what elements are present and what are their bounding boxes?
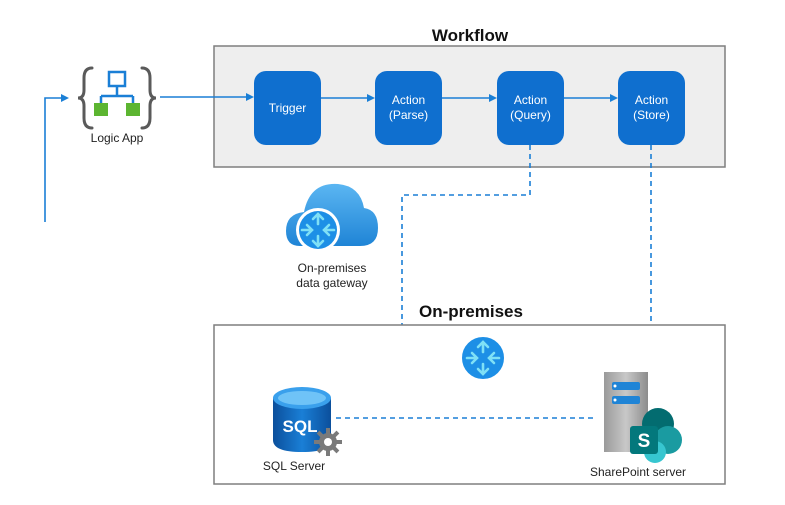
sharepoint-logo-icon: S [630, 408, 682, 463]
onprem-gateway-icon [460, 335, 506, 381]
onprem-title: On-premises [419, 302, 523, 321]
query-label-line1: Action [514, 93, 547, 107]
workflow-node-store: Action (Store) [618, 71, 685, 145]
sharepoint-server-icon: S [604, 372, 682, 463]
store-label-line2: (Store) [633, 108, 670, 122]
gear-icon [314, 428, 342, 456]
sql-badge: SQL [283, 417, 318, 436]
sharepoint-server-label: SharePoint server [590, 465, 686, 479]
store-label-line1: Action [635, 93, 668, 107]
parse-label-line2: (Parse) [389, 108, 428, 122]
cloud-gateway-icon [286, 183, 378, 252]
sql-server-label: SQL Server [263, 459, 325, 473]
workflow-node-parse: Action (Parse) [375, 71, 442, 145]
parse-label-line1: Action [392, 93, 425, 107]
workflow-node-query: Action (Query) [497, 71, 564, 145]
query-label-line2: (Query) [510, 108, 551, 122]
sharepoint-badge: S [638, 431, 651, 452]
workflow-node-trigger: Trigger [254, 71, 321, 145]
logic-app-icon [77, 66, 157, 130]
sql-server-icon: SQL [273, 387, 342, 456]
logic-app-label: Logic App [91, 131, 144, 145]
incoming-connector [44, 94, 69, 222]
gateway-label-line2: data gateway [296, 276, 367, 290]
gateway-label-line1: On-premises [298, 261, 367, 275]
trigger-label: Trigger [269, 101, 307, 115]
workflow-title: Workflow [432, 26, 509, 45]
